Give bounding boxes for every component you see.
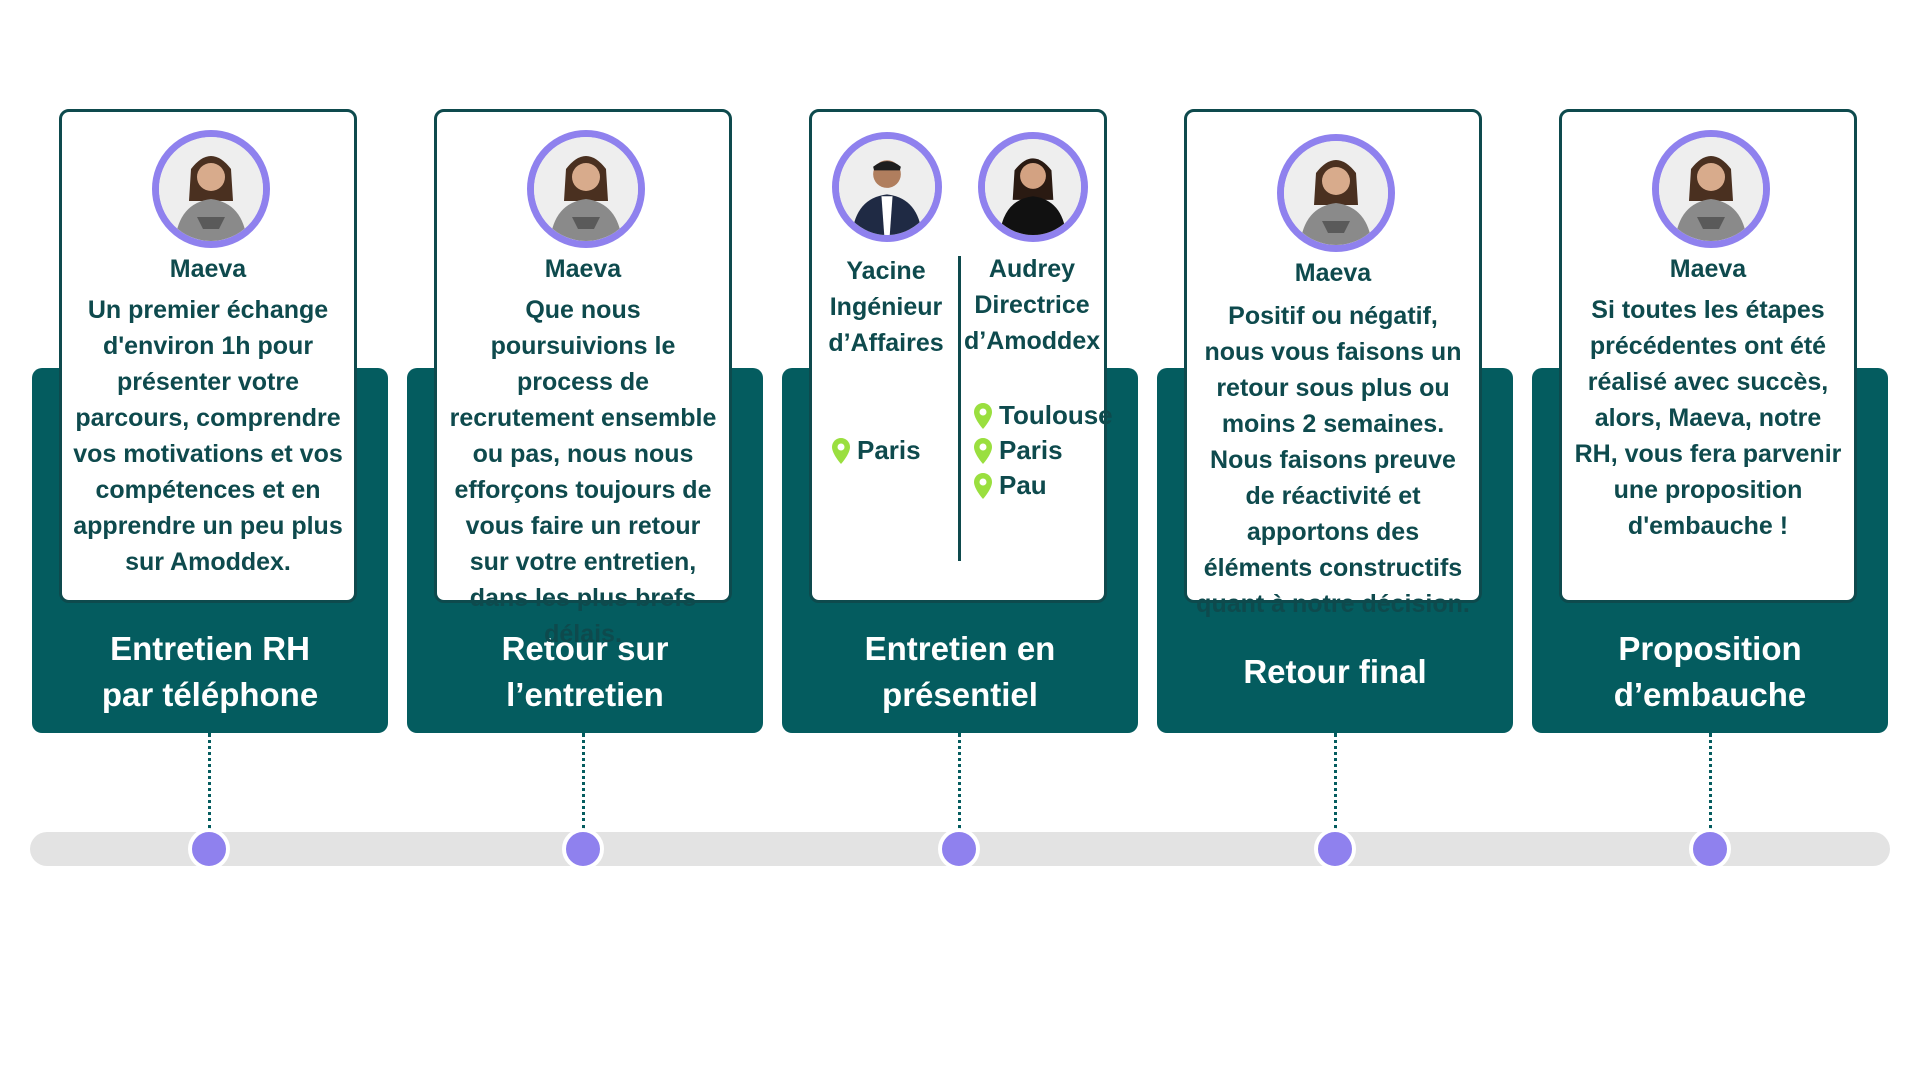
step-entretien-rh: Entretien RH par téléphone Maeva Un prem… — [32, 0, 388, 740]
location-label: Toulouse — [999, 400, 1113, 430]
timeline-dot — [1314, 828, 1356, 870]
step-description: Un premier échange d'environ 1h pour pré… — [73, 296, 343, 576]
person-name-audrey: Audrey Directrice d’Amoddex — [964, 255, 1101, 355]
timeline-dot — [562, 828, 604, 870]
step-title: Proposition d’embauche — [1613, 629, 1807, 713]
step-title: Entretien RH par téléphone — [101, 629, 319, 713]
map-pin-icon — [974, 437, 992, 464]
person-name: Maeva — [544, 255, 622, 283]
step-card: Maeva Un premier échange d'environ 1h po… — [59, 109, 357, 603]
person-name: Maeva — [1294, 259, 1372, 287]
step-title: Entretien en présentiel — [864, 629, 1056, 713]
step-title: Retour sur l’entretien — [501, 629, 669, 713]
avatar-yacine — [832, 132, 942, 242]
map-pin-icon — [832, 437, 850, 464]
person-name-yacine: Yacine Ingénieur d’Affaires — [828, 257, 944, 357]
step-description: Que nous poursuivions le process de recr… — [449, 296, 717, 648]
location-item: Paris — [832, 435, 921, 466]
timeline-connector — [208, 733, 211, 829]
avatar-maeva — [1277, 134, 1395, 252]
avatar-audrey — [978, 132, 1088, 242]
timeline-connector — [958, 733, 961, 829]
step-retour-entretien: Retour sur l’entretien Maeva Que nous po… — [407, 0, 763, 740]
step-retour-final: Retour final Maeva Positif ou négatif, n… — [1157, 0, 1513, 740]
step-card: Yacine Ingénieur d’Affaires Audrey Direc… — [809, 109, 1113, 603]
location-label: Pau — [999, 470, 1047, 500]
avatar-maeva — [527, 130, 645, 248]
avatar-maeva — [152, 130, 270, 248]
location-label: Paris — [857, 435, 921, 465]
step-card: Maeva Si toutes les étapes précédentes o… — [1559, 109, 1857, 603]
step-entretien-presentiel: Entretien en présentiel Yacine Ingénieur… — [782, 0, 1138, 740]
person-name: Maeva — [169, 255, 247, 283]
step-card: Maeva Que nous poursuivions le process d… — [434, 109, 732, 648]
timeline-dot — [188, 828, 230, 870]
timeline-dot — [938, 828, 980, 870]
location-label: Paris — [999, 435, 1063, 465]
location-item: Paris — [974, 435, 1063, 466]
people-divider — [958, 256, 961, 561]
step-proposition-embauche: Proposition d’embauche Maeva Si toutes l… — [1532, 0, 1888, 740]
person-name: Maeva — [1669, 255, 1747, 283]
timeline-connector — [1709, 733, 1712, 829]
map-pin-icon — [974, 472, 992, 499]
step-description: Positif ou négatif, nous vous faisons un… — [1196, 302, 1470, 618]
step-card: Maeva Positif ou négatif, nous vous fais… — [1184, 109, 1482, 618]
timeline-dot — [1689, 828, 1731, 870]
step-title: Retour final — [1243, 652, 1427, 690]
step-description: Si toutes les étapes précédentes ont été… — [1574, 296, 1842, 540]
location-item: Pau — [974, 470, 1047, 501]
timeline-connector — [1334, 733, 1337, 829]
map-pin-icon — [974, 402, 992, 429]
avatar-maeva — [1652, 130, 1770, 248]
location-item: Toulouse — [974, 400, 1113, 431]
timeline-connector — [582, 733, 585, 829]
